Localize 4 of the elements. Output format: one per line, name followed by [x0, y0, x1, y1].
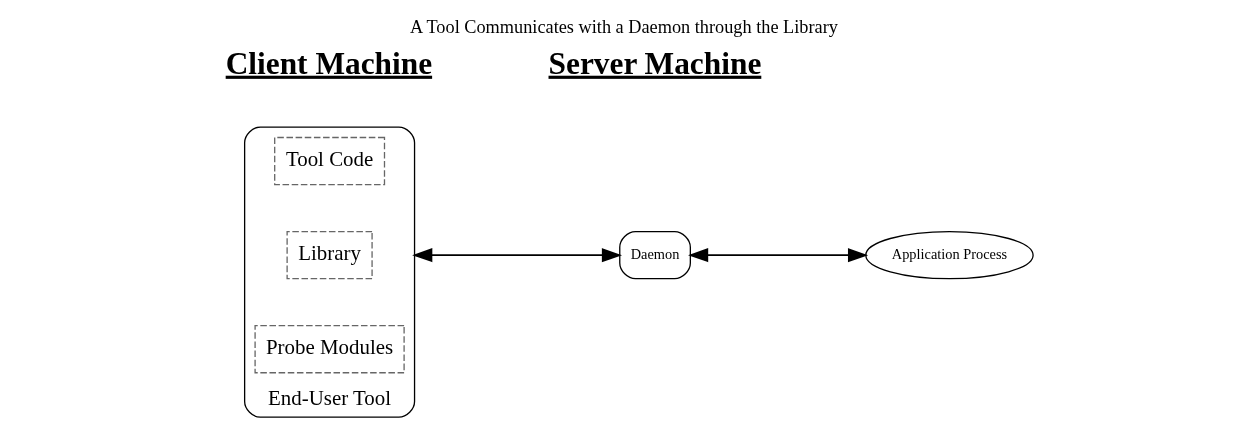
label: Server Machine [548, 45, 762, 81]
diagram-title: A Tool Communicates with a Daemon through the Library [410, 17, 838, 38]
label: Client Machine [225, 45, 433, 81]
node-label: End-User Tool [268, 386, 392, 411]
